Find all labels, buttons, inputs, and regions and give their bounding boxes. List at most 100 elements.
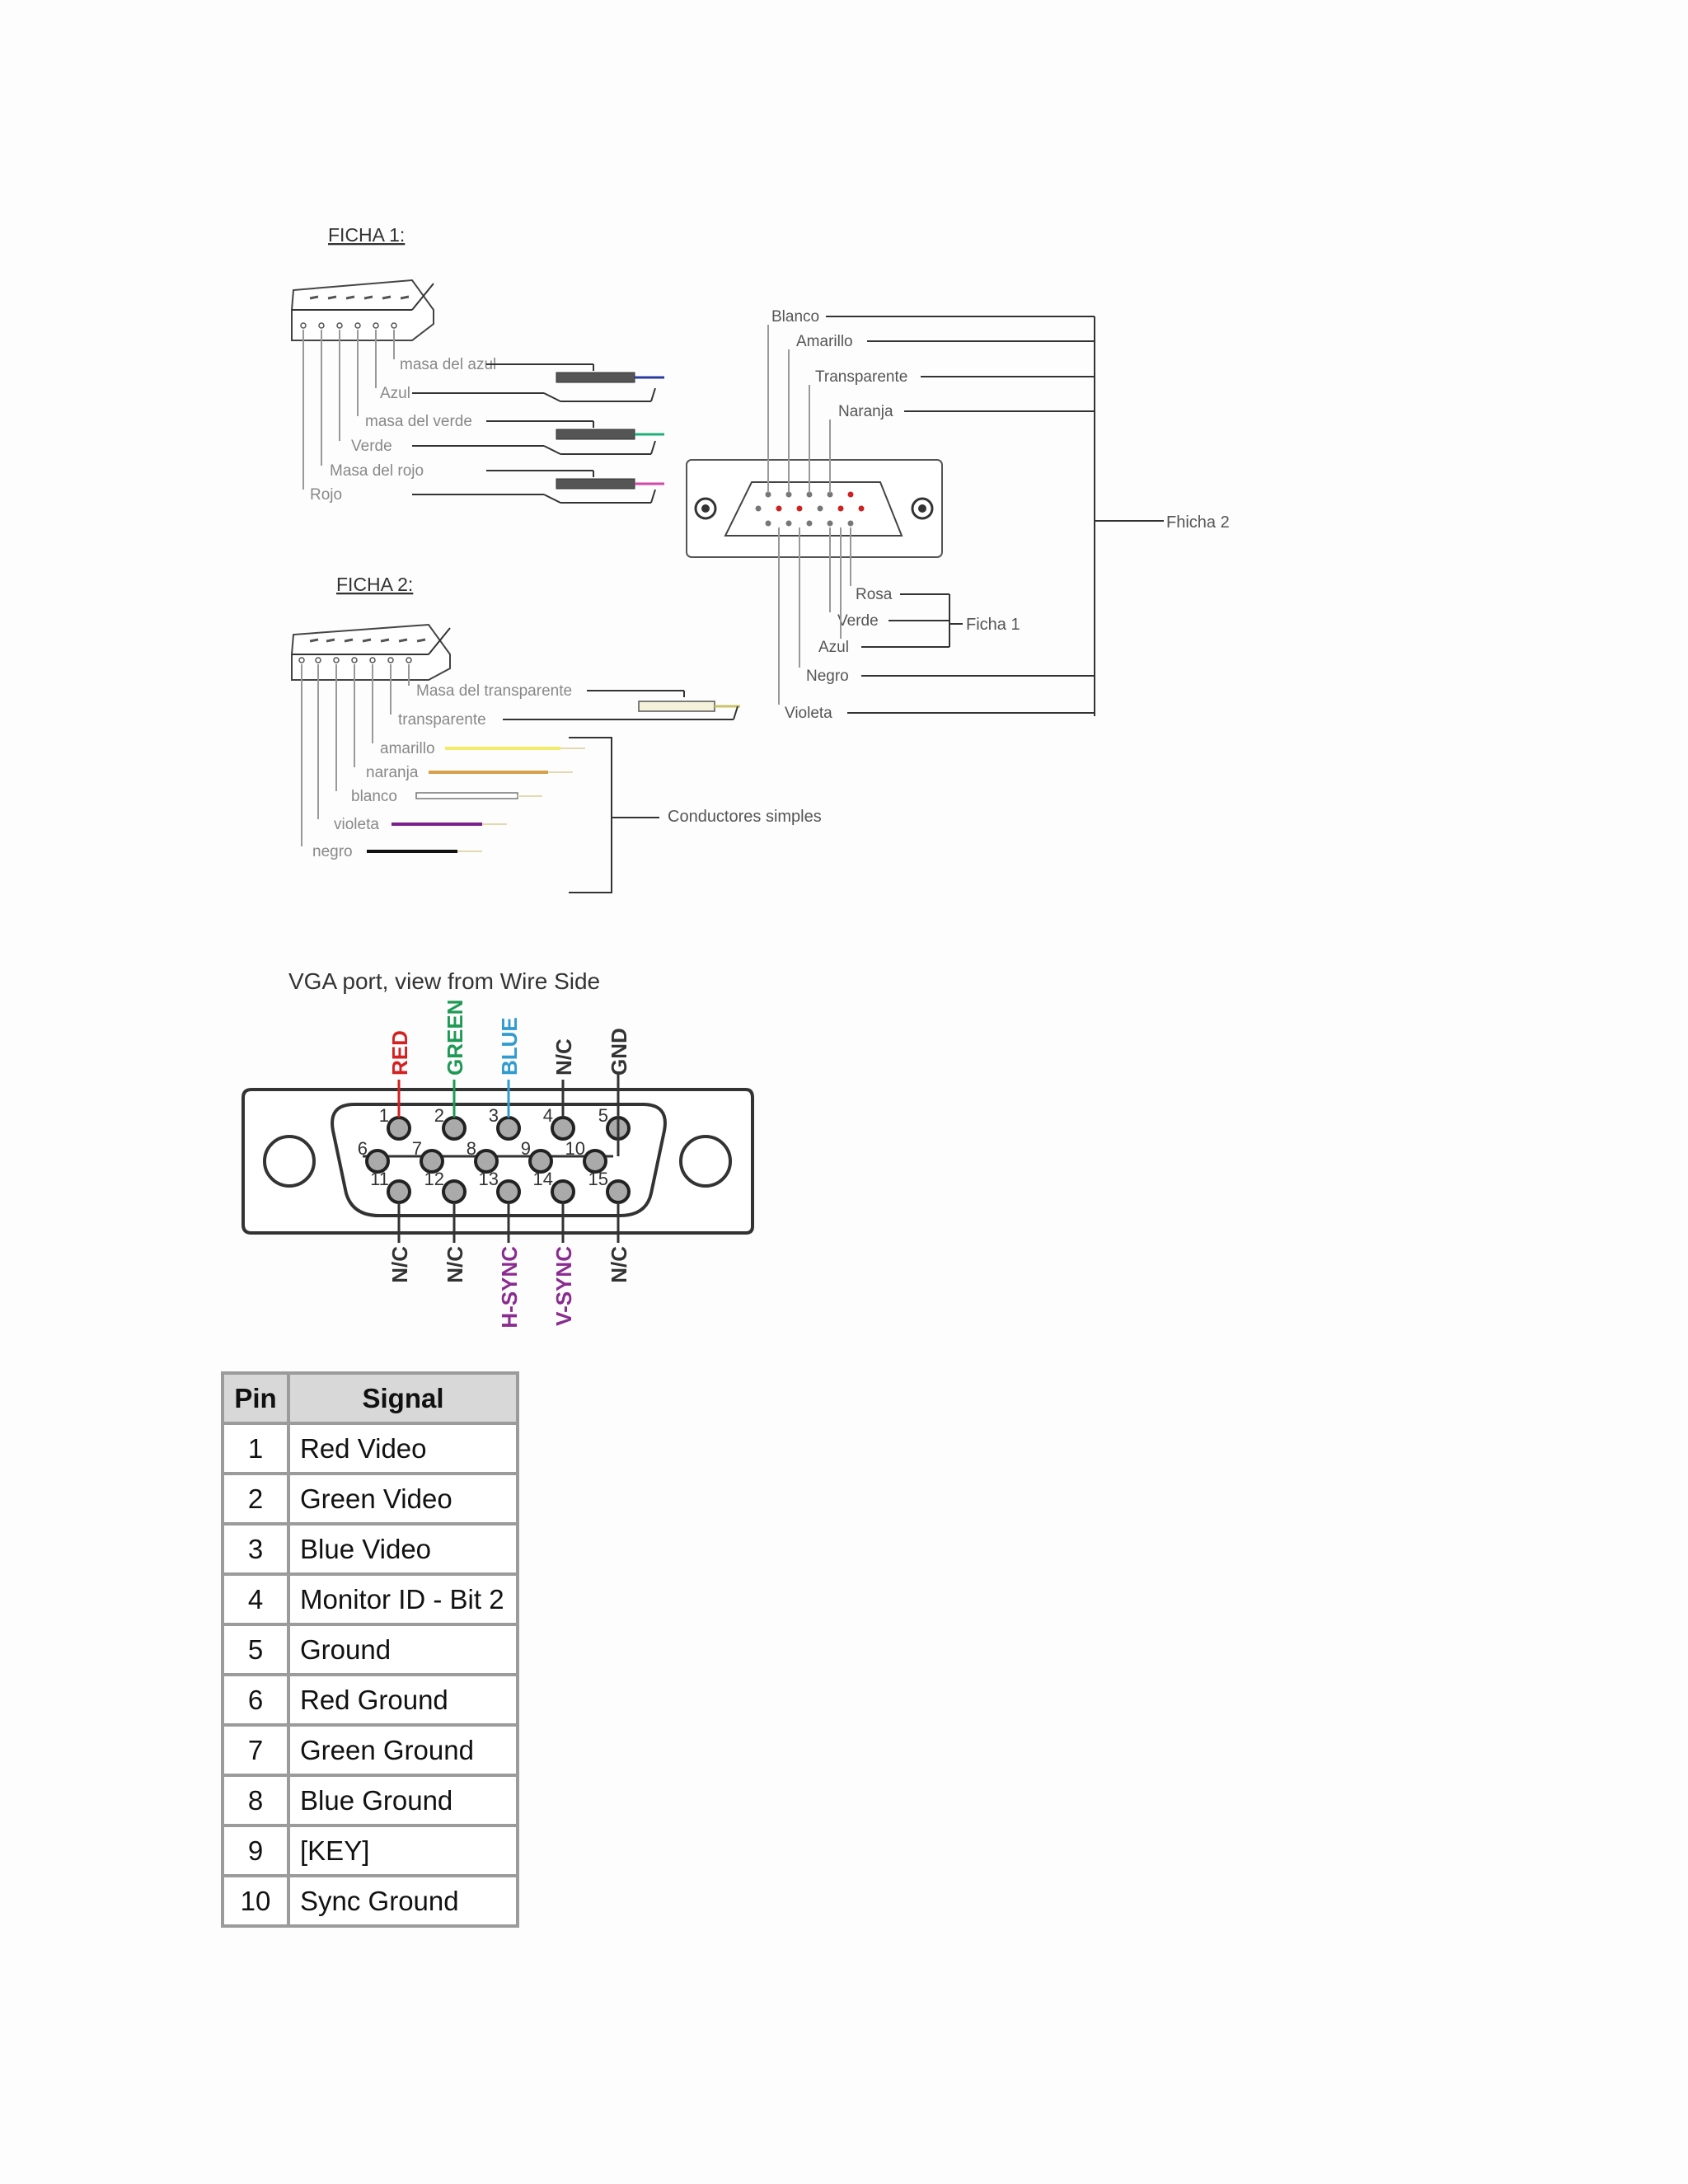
coax-cable bbox=[556, 429, 635, 440]
db15-bottom-label: Negro bbox=[806, 668, 849, 685]
vga-bottom-signal-label: N/C bbox=[443, 1246, 467, 1283]
db15-bottom-label: Azul bbox=[818, 639, 849, 656]
vga-pin-number: 2 bbox=[434, 1105, 444, 1126]
pin-number-cell: 6 bbox=[224, 1676, 287, 1723]
db15-bottom-label: Violeta bbox=[785, 705, 832, 722]
ficha1-title: FICHA 1: bbox=[328, 224, 405, 246]
vga-pin bbox=[606, 1179, 631, 1204]
vga-pin bbox=[420, 1149, 444, 1174]
pin-number-cell: 1 bbox=[224, 1425, 287, 1472]
table-row: 9[KEY] bbox=[224, 1827, 516, 1874]
vga-pin-number: 1 bbox=[379, 1105, 389, 1126]
vga-pin-number: 9 bbox=[521, 1138, 531, 1159]
vga-pin bbox=[583, 1149, 607, 1174]
pin-number-cell: 8 bbox=[224, 1777, 287, 1824]
vga-pin-number: 13 bbox=[479, 1169, 499, 1189]
pin-number-cell: 3 bbox=[224, 1526, 287, 1572]
vga-pin-number: 10 bbox=[565, 1138, 585, 1159]
vga-pin bbox=[442, 1116, 467, 1141]
pin-number-cell: 7 bbox=[224, 1727, 287, 1774]
ficha2-wire-label: naranja bbox=[366, 764, 419, 781]
pin-column-header: Pin bbox=[224, 1375, 287, 1422]
vga-top-signal-label: GND bbox=[607, 1028, 631, 1076]
signal-name-cell: Blue Video bbox=[290, 1526, 516, 1572]
vga-bottom-signal-label: N/C bbox=[607, 1246, 631, 1283]
db15-bottom-label: Verde bbox=[837, 612, 879, 630]
ficha2-wire-label: transparente bbox=[398, 711, 486, 729]
signal-name-cell: Ground bbox=[290, 1626, 516, 1673]
vga-pin bbox=[528, 1149, 553, 1174]
ficha1-wire-label: Verde bbox=[351, 438, 392, 455]
vga-pin bbox=[365, 1149, 390, 1174]
signal-name-cell: [KEY] bbox=[290, 1827, 516, 1874]
db15-bottom-label: Rosa bbox=[856, 586, 893, 603]
ficha2-connector bbox=[291, 623, 451, 681]
vga-pin bbox=[496, 1116, 521, 1141]
db15-top-label: Blanco bbox=[771, 308, 819, 326]
coax-cable bbox=[556, 372, 635, 383]
ficha1-group-label: Ficha 1 bbox=[966, 616, 1020, 634]
transparent-coax bbox=[638, 701, 715, 712]
signal-name-cell: Sync Ground bbox=[290, 1877, 516, 1924]
signal-name-cell: Monitor ID - Bit 2 bbox=[290, 1576, 516, 1623]
vga-top-signal-label: N/C bbox=[551, 1038, 576, 1076]
pin-number-cell: 10 bbox=[224, 1877, 287, 1924]
ficha1-wire-label: Rojo bbox=[310, 486, 342, 504]
pin-number-cell: 2 bbox=[224, 1475, 287, 1522]
vga-pin bbox=[442, 1179, 467, 1204]
vga-bottom-signal-label: H-SYNC bbox=[497, 1246, 522, 1329]
vga-pin-number: 5 bbox=[598, 1105, 608, 1126]
vga-pin-number: 6 bbox=[358, 1138, 368, 1159]
conductores-simples-label: Conductores simples bbox=[668, 808, 822, 826]
db15-top-label: Naranja bbox=[838, 403, 893, 420]
ficha2-wire-label: negro bbox=[312, 843, 353, 860]
ficha2-wire-label: amarillo bbox=[380, 740, 435, 757]
ficha2-title: FICHA 2: bbox=[336, 574, 413, 595]
vga-top-signal-label: BLUE bbox=[497, 1017, 522, 1076]
ficha2-wires: Masa del transparentetransparenteamarill… bbox=[301, 664, 740, 893]
ficha1-wire-label: Masa del rojo bbox=[330, 462, 424, 480]
vga-bottom-signal-label: N/C bbox=[387, 1246, 412, 1283]
vga-pin bbox=[387, 1179, 411, 1204]
signal-column-header: Signal bbox=[290, 1375, 516, 1422]
vga-pin-number: 7 bbox=[412, 1138, 422, 1159]
vga-pin-number: 14 bbox=[533, 1169, 553, 1189]
vga-top-signal-label: RED bbox=[387, 1030, 412, 1076]
db15-top-label: Transparente bbox=[815, 368, 907, 386]
vga-pin bbox=[551, 1179, 575, 1204]
vga-pin-number: 3 bbox=[489, 1105, 499, 1126]
db15-connector bbox=[686, 459, 943, 558]
signal-name-cell: Green Video bbox=[290, 1475, 516, 1522]
vga-title: VGA port, view from Wire Side bbox=[288, 968, 600, 994]
signal-name-cell: Red Ground bbox=[290, 1676, 516, 1723]
vga-pin-number: 4 bbox=[543, 1105, 553, 1126]
vga-pin bbox=[474, 1149, 499, 1174]
pin-number-cell: 9 bbox=[224, 1827, 287, 1874]
vga-pin-number: 8 bbox=[467, 1138, 476, 1159]
vga-pin bbox=[496, 1179, 521, 1204]
ficha2-wire-label: blanco bbox=[351, 788, 397, 805]
ficha1-connector bbox=[291, 279, 434, 341]
pin-number-cell: 5 bbox=[224, 1626, 287, 1673]
vga-pin-number: 15 bbox=[588, 1169, 608, 1189]
db15-wire-lines: BlancoAmarilloTransparenteNaranjaFhicha … bbox=[767, 308, 1230, 722]
signal-name-cell: Red Video bbox=[290, 1425, 516, 1472]
coax-cable bbox=[556, 478, 635, 490]
vga-pin-number: 12 bbox=[424, 1169, 444, 1189]
pin-number-cell: 4 bbox=[224, 1576, 287, 1623]
vga-pin-number: 11 bbox=[370, 1169, 389, 1189]
vga-pin bbox=[387, 1116, 411, 1141]
